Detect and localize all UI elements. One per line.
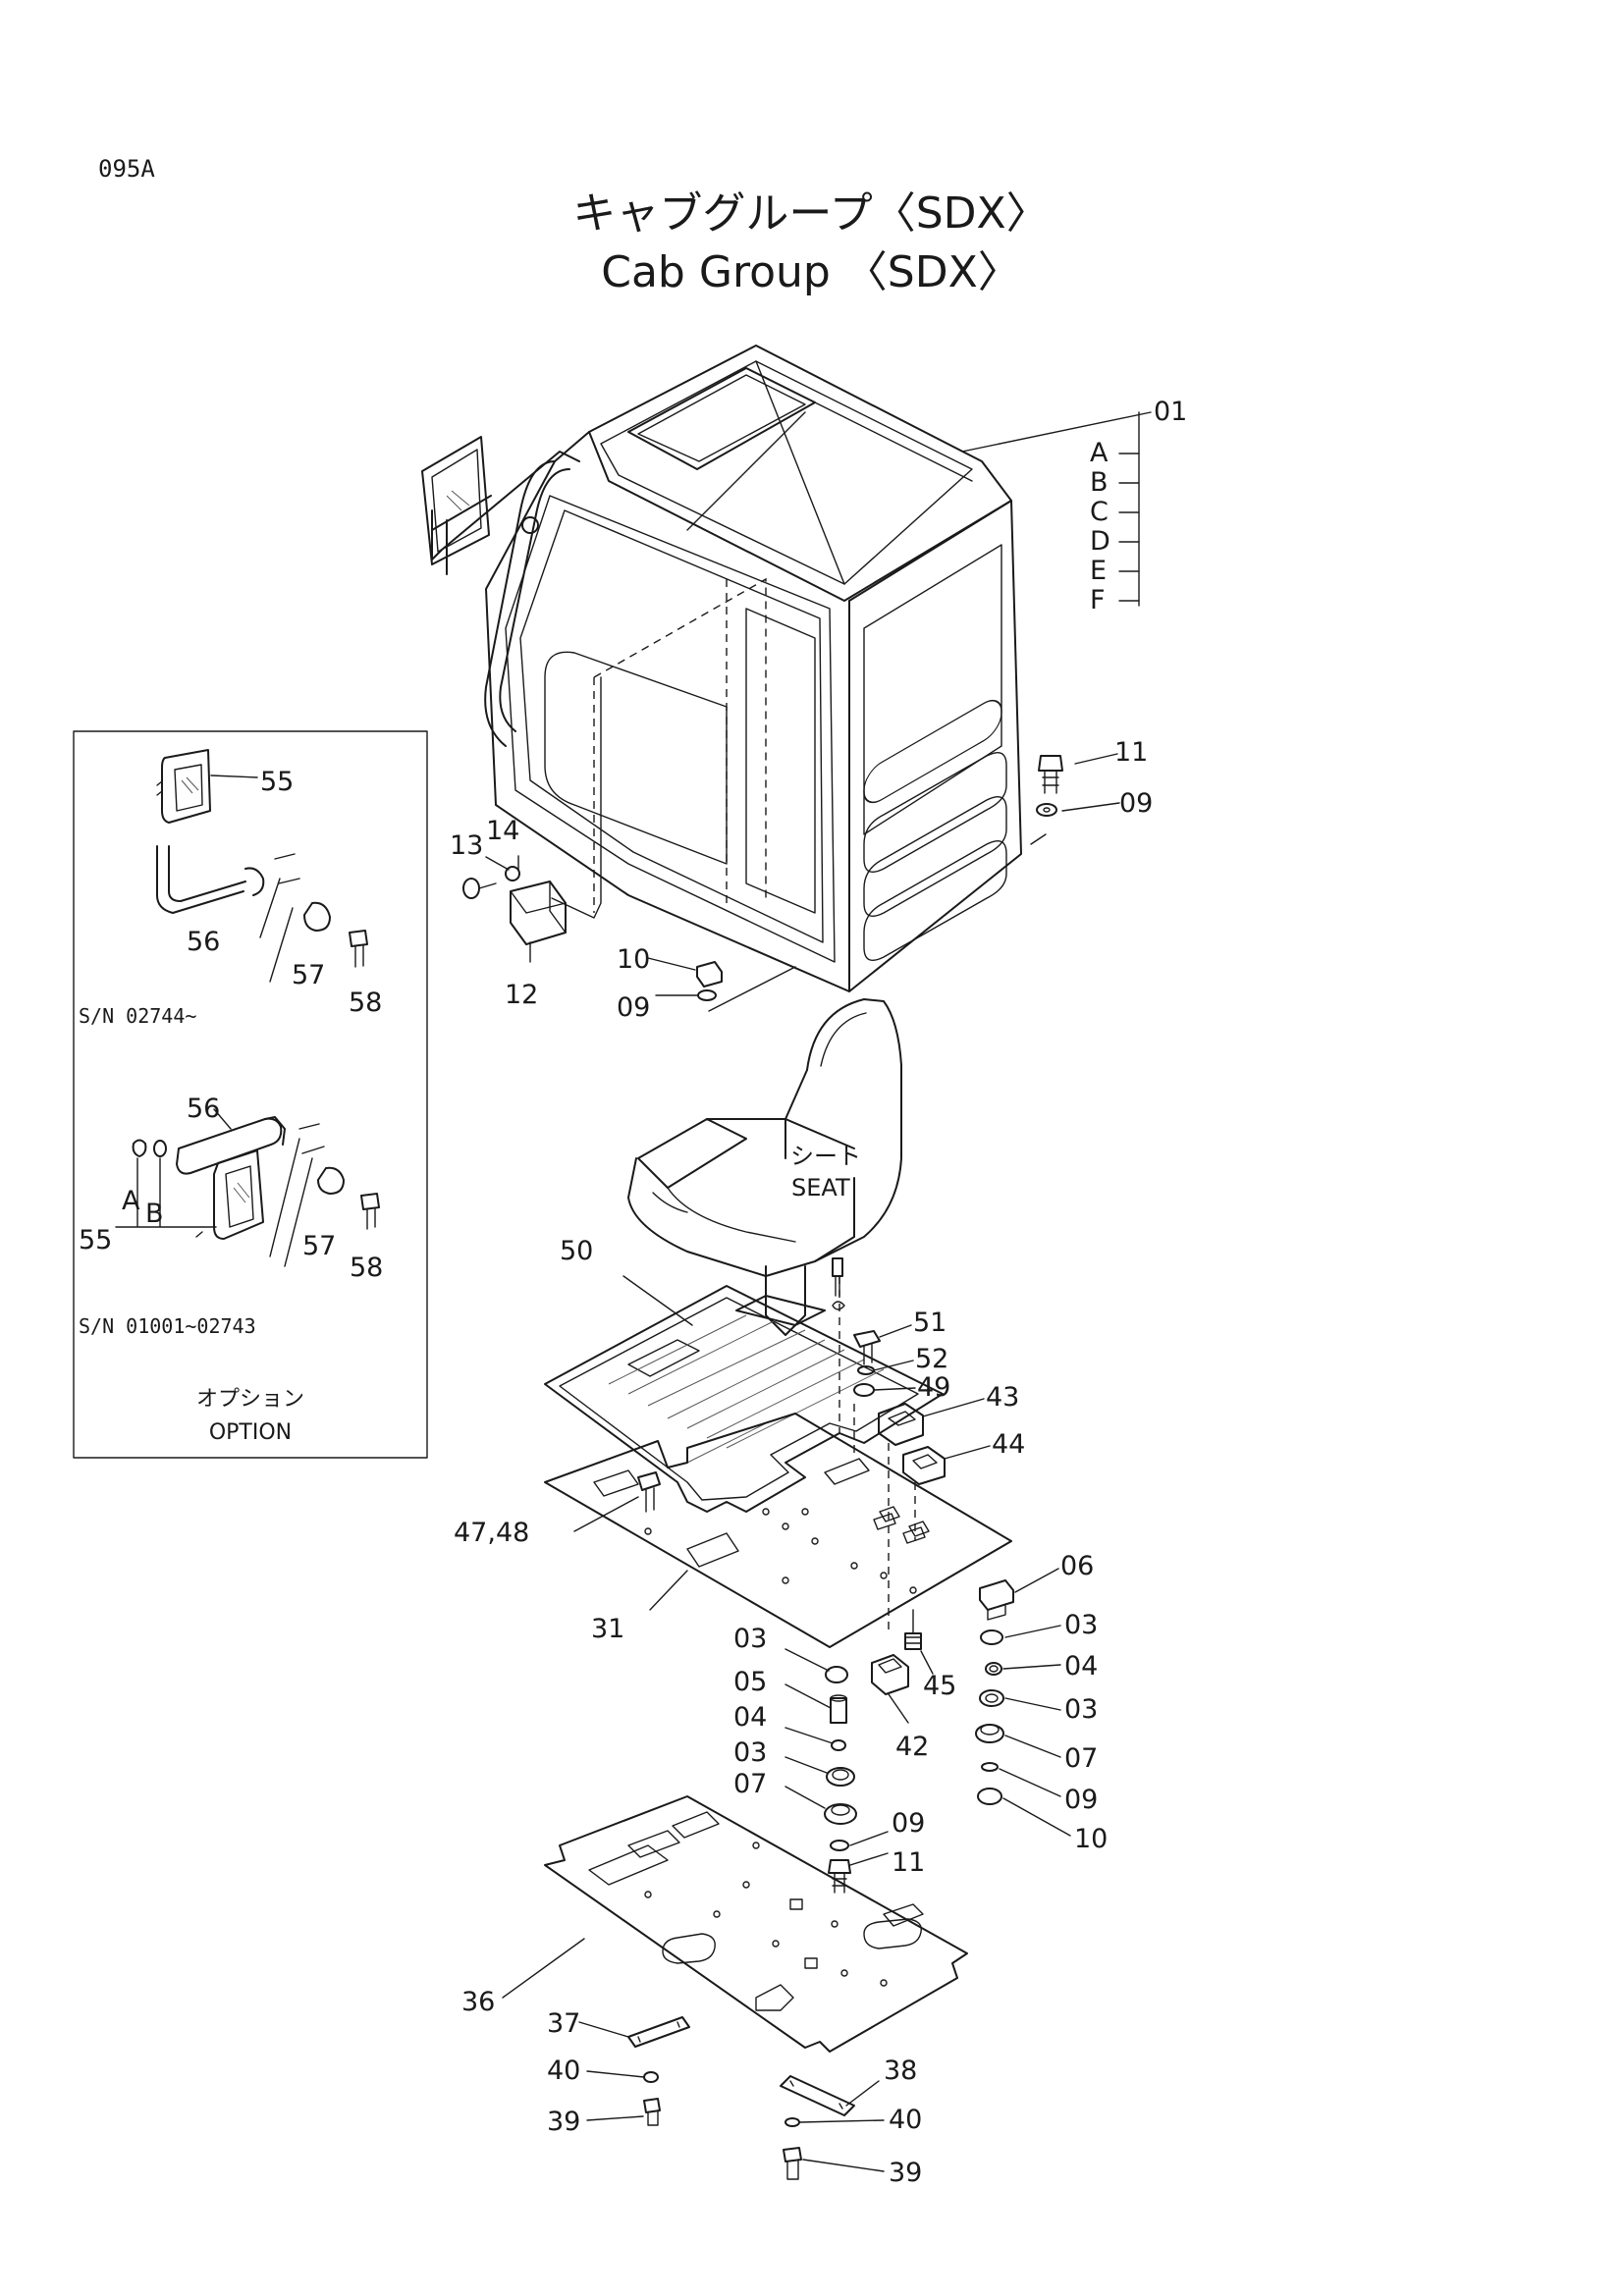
- callout-10-right: 10: [1074, 1824, 1108, 1854]
- floor-mat-50: [544, 1285, 944, 1513]
- callout-09-right: 09: [1064, 1785, 1098, 1815]
- bolt-11-upper: [1036, 755, 1063, 817]
- option-label-english: OPTION: [209, 1420, 292, 1445]
- callout-E: E: [1090, 556, 1107, 586]
- floor-plate-31: [544, 1413, 1012, 1648]
- option-callout-57-lower: 57: [302, 1231, 336, 1261]
- leader-31: [649, 1570, 688, 1611]
- callout-50: 50: [560, 1236, 593, 1266]
- callout-43: 43: [986, 1382, 1019, 1413]
- option-callout-A-lower: A: [122, 1186, 140, 1216]
- callout-39-right: 39: [889, 2158, 922, 2188]
- callout-14: 14: [486, 816, 519, 846]
- callout-03-right-2: 03: [1064, 1694, 1098, 1725]
- callout-45: 45: [923, 1671, 956, 1701]
- nut-10-washer-09: [647, 957, 796, 1012]
- callout-37: 37: [547, 2008, 580, 2039]
- callout-10-upper: 10: [617, 944, 650, 975]
- option-callout-58-upper: 58: [349, 988, 382, 1018]
- callout-07-left: 07: [733, 1769, 767, 1799]
- seat-label-english: SEAT: [791, 1174, 850, 1201]
- mirror-upper-assembly: [156, 749, 368, 983]
- mount-42-spacer-45: [871, 1609, 934, 1724]
- option-callout-58-lower: 58: [350, 1253, 383, 1283]
- option-serial-lower: S/N 01001~02743: [79, 1314, 256, 1338]
- callout-12: 12: [505, 980, 538, 1010]
- leader-36: [502, 1938, 585, 1999]
- option-callout-55-lower: 55: [79, 1225, 112, 1255]
- callout-03-left-2: 03: [733, 1737, 767, 1768]
- callout-49: 49: [917, 1372, 950, 1403]
- cab-drawing: [421, 345, 1022, 992]
- callout-38: 38: [884, 2056, 917, 2086]
- title-japanese: キャブグループ〈SDX〉: [572, 188, 1049, 239]
- callout-40-left: 40: [547, 2056, 580, 2086]
- mount-43-44: [878, 1398, 991, 1629]
- mirror-lower-assembly: [115, 1108, 380, 1267]
- callout-51: 51: [913, 1308, 947, 1338]
- option-box: 55 56 57 58 S/N 02744~ 56 A B 55 57: [73, 730, 428, 1459]
- option-serial-upper: S/N 02744~: [79, 1004, 196, 1028]
- seat-label-japanese: シート: [790, 1143, 861, 1170]
- callout-52: 52: [915, 1344, 948, 1374]
- callout-09-left: 09: [892, 1808, 925, 1839]
- callout-09-lower-cab: 09: [617, 992, 650, 1023]
- page-code: 095A: [98, 155, 155, 183]
- straps-bolts-lower: [578, 2016, 885, 2180]
- callout-03-right-1: 03: [1064, 1610, 1098, 1640]
- callout-11-upper: 11: [1114, 737, 1148, 768]
- option-callout-55-upper: 55: [260, 767, 294, 797]
- cab-leaders: [961, 411, 1152, 845]
- callout-09-upper: 09: [1119, 788, 1153, 819]
- callout-A: A: [1090, 438, 1109, 468]
- option-callout-B-lower: B: [145, 1199, 164, 1229]
- leader-50: [622, 1275, 693, 1326]
- callout-47-48: 47,48: [454, 1518, 529, 1548]
- option-callout-57-upper: 57: [292, 960, 325, 990]
- callout-44: 44: [992, 1429, 1025, 1460]
- callout-36: 36: [461, 1987, 495, 2017]
- callout-31: 31: [591, 1614, 624, 1644]
- callout-C: C: [1090, 497, 1109, 527]
- callout-07-right: 07: [1064, 1743, 1098, 1774]
- bracket-12-13-14: [462, 676, 602, 963]
- callout-03-left-1: 03: [733, 1624, 767, 1654]
- callout-01: 01: [1154, 397, 1187, 427]
- mount-stack-left: [784, 1648, 889, 1894]
- bolt-51-washers-52-49: [839, 1276, 916, 1453]
- callout-F: F: [1090, 585, 1106, 615]
- callout-11-lower: 11: [892, 1847, 925, 1878]
- callout-40-right: 40: [889, 2105, 922, 2135]
- option-callout-56-upper: 56: [187, 927, 220, 957]
- callout-04-right: 04: [1064, 1651, 1098, 1682]
- base-plate-36: [544, 1795, 968, 2053]
- mount-stack-right: [975, 1568, 1071, 1837]
- callout-B: B: [1090, 467, 1109, 498]
- callout-42: 42: [895, 1732, 929, 1762]
- option-callout-56-lower: 56: [187, 1094, 220, 1124]
- callout-04-left: 04: [733, 1702, 767, 1733]
- callout-labels: 01 A B C D E F 11 09 13 14 12 10 09 50 5…: [450, 397, 1187, 2188]
- callout-06: 06: [1060, 1551, 1094, 1581]
- callout-13: 13: [450, 830, 483, 861]
- callout-05: 05: [733, 1667, 767, 1697]
- option-label-japanese: オプション: [196, 1387, 304, 1412]
- bolt-47-48: [573, 1471, 661, 1532]
- title-english: Cab Group 〈SDX〉: [601, 247, 1021, 297]
- callout-39-left: 39: [547, 2107, 580, 2137]
- callout-D: D: [1090, 526, 1110, 557]
